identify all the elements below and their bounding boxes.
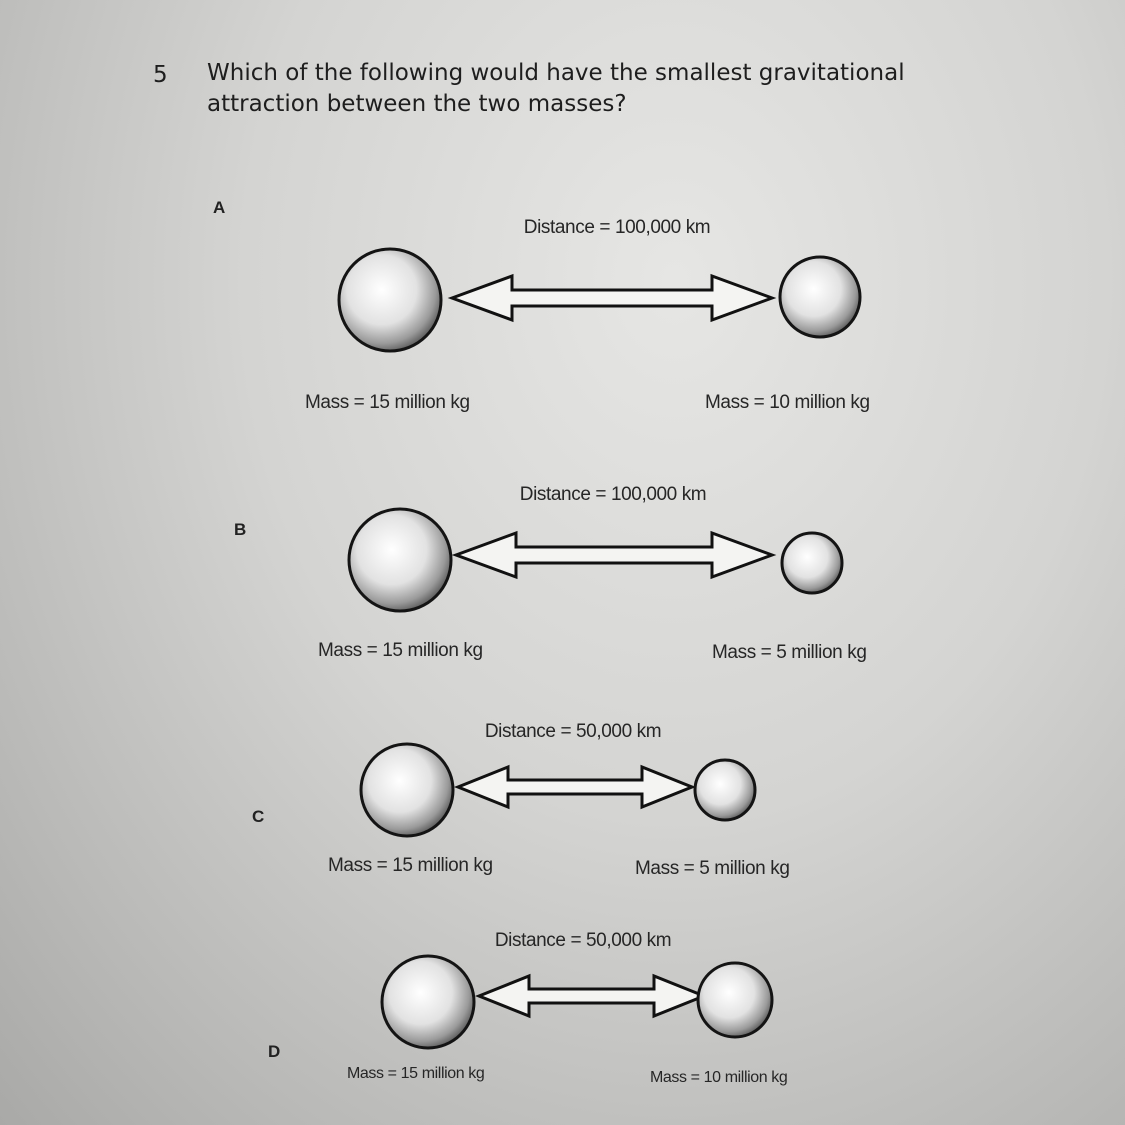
option-a[interactable]: A Distance = 100,000 km Mass = 15 millio… (213, 198, 870, 413)
left-mass-label: Mass = 15 million kg (318, 640, 483, 661)
large-mass-sphere (380, 954, 476, 1050)
small-mass-sphere (696, 961, 774, 1039)
option-b[interactable]: B Distance = 100,000 km Mass = 15 millio… (234, 484, 867, 663)
large-mass-sphere (359, 742, 455, 838)
right-mass-label: Mass = 10 million kg (705, 392, 870, 413)
option-letter: B (234, 520, 246, 539)
double-arrow (453, 764, 697, 810)
distance-label: Distance = 50,000 km (495, 930, 671, 951)
distance-label: Distance = 100,000 km (524, 217, 710, 238)
small-mass-sphere (780, 531, 844, 595)
large-mass-sphere (337, 247, 443, 353)
small-mass-sphere (778, 255, 862, 339)
option-letter: C (252, 807, 264, 826)
left-mass-label: Mass = 15 million kg (347, 1065, 484, 1082)
option-d[interactable]: D Distance = 50,000 km Mass = 15 million… (268, 930, 788, 1086)
question-number: 5 (153, 62, 168, 88)
double-arrow (451, 530, 777, 580)
left-mass-label: Mass = 15 million kg (328, 855, 493, 876)
distance-label: Distance = 50,000 km (485, 721, 661, 742)
double-arrow (447, 273, 777, 323)
option-letter: D (268, 1042, 280, 1061)
left-mass-label: Mass = 15 million kg (305, 392, 470, 413)
large-mass-sphere (347, 507, 453, 613)
question-text-line2: attraction between the two masses? (207, 91, 627, 117)
option-letter: A (213, 198, 225, 217)
question-text-line1: Which of the following would have the sm… (207, 60, 905, 86)
double-arrow (474, 973, 709, 1019)
right-mass-label: Mass = 10 million kg (650, 1069, 787, 1086)
option-c[interactable]: C Distance = 50,000 km Mass = 15 million… (252, 721, 790, 879)
distance-label: Distance = 100,000 km (520, 484, 706, 505)
small-mass-sphere (693, 758, 757, 822)
right-mass-label: Mass = 5 million kg (712, 642, 867, 663)
right-mass-label: Mass = 5 million kg (635, 858, 790, 879)
